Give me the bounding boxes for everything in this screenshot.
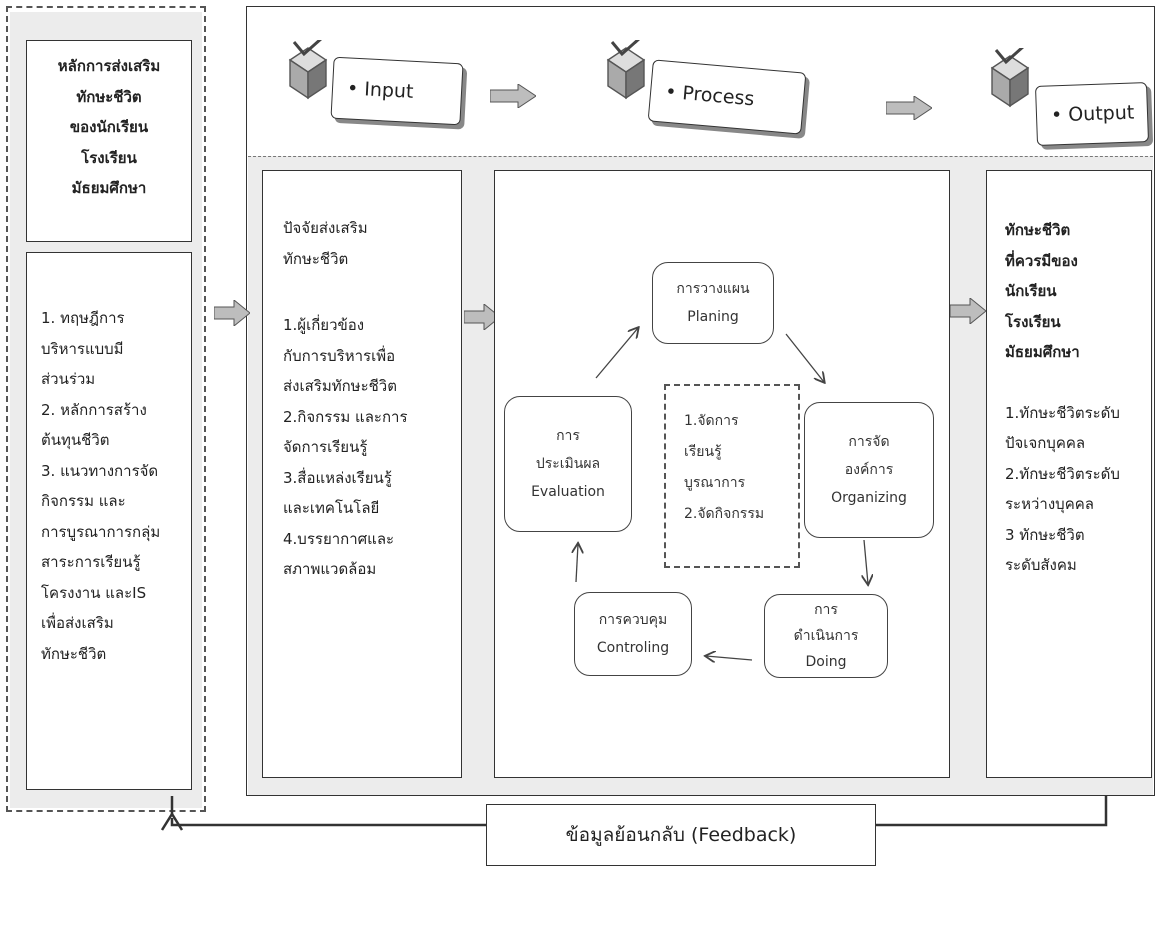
output-item-line: ระดับสังคม: [1005, 556, 1077, 574]
output-panel: ทักษะชีวิต ที่ควรมีของ นักเรียน โรงเรียน…: [986, 170, 1152, 778]
arrow-doing-to-controlling: [706, 656, 753, 660]
principles-item-line: สาระการเรียนรู้: [41, 553, 141, 571]
input-item-line: กับการบริหารเพื่อ: [283, 346, 396, 365]
output-title-line: มัธยมศึกษา: [1005, 343, 1080, 361]
principles-title-line: หลักการส่งเสริม: [57, 57, 161, 75]
principles-to-input-arrow-icon: [214, 300, 250, 326]
principles-item-line: โครงงาน และIS: [41, 583, 147, 602]
principles-item-line: 1. ทฤษฎีการ: [41, 309, 125, 327]
principles-item-line: ทักษะชีวิต: [41, 644, 107, 663]
input-cube-icon: [288, 40, 328, 100]
input-item-line: และเทคโนโลยี: [283, 499, 380, 517]
principles-item-line: ส่วนร่วม: [41, 370, 96, 388]
cycle-centre-line: บูรณาการ: [684, 475, 746, 491]
stage-process-label: • Process: [664, 80, 756, 111]
cycle-controlling-english: Controling: [596, 640, 670, 656]
principles-item-line: 2. หลักการสร้าง: [41, 400, 147, 419]
input-title-line: ปัจจัยส่งเสริม: [283, 219, 368, 237]
process-to-output-arrow-icon: [886, 96, 932, 120]
cycle-doing-line: ดำเนินการ: [793, 628, 859, 644]
output-item-line: ระหว่างบุคคล: [1005, 495, 1094, 513]
principles-item-line: ต้นทุนชีวิต: [41, 431, 110, 449]
cycle-controlling-thai: การควบคุม: [598, 612, 668, 628]
cycle-centre-box: 1.จัดการ เรียนรู้ บูรณาการ 2.จัดกิจกรรม: [664, 384, 800, 568]
stage-process-tag: • Process: [647, 59, 807, 135]
process-to-output-panel-arrow-icon: [950, 298, 986, 324]
input-item-line: 2.กิจกรรม และการ: [283, 407, 408, 426]
input-to-process-arrow-icon: [490, 84, 536, 108]
cycle-planning-box: การวางแผน Planing: [652, 262, 774, 344]
principles-title-line: ของนักเรียน: [69, 118, 149, 136]
cycle-planning-english: Planing: [687, 309, 739, 325]
output-title-line: โรงเรียน: [1005, 312, 1061, 331]
process-cube-icon: [606, 40, 646, 100]
input-item-line: 3.สื่อแหล่งเรียนรู้: [283, 468, 392, 487]
cycle-doing-english: Doing: [805, 654, 847, 670]
cycle-arrows: [494, 170, 950, 778]
principles-item-line: บริหารแบบมี: [41, 339, 124, 358]
principles-item-line: กิจกรรม และ: [41, 492, 126, 510]
principles-item-line: เพื่อส่งเสริม: [41, 614, 114, 632]
output-title-line: ที่ควรมีของ: [1005, 251, 1078, 270]
output-item-line: 1.ทักษะชีวิตระดับ: [1005, 403, 1120, 422]
input-title-line: ทักษะชีวิต: [283, 249, 349, 268]
cycle-controlling-box: การควบคุม Controling: [574, 592, 692, 676]
cycle-planning-thai: การวางแผน: [676, 281, 750, 297]
input-item-line: สภาพแวดล้อม: [283, 560, 377, 578]
cycle-evaluation-english: Evaluation: [531, 484, 605, 500]
output-item-line: 2.ทักษะชีวิตระดับ: [1005, 464, 1120, 483]
stage-input-tag: • Input: [330, 56, 464, 126]
principles-frame: [6, 6, 206, 812]
cycle-doing-line: การ: [814, 602, 838, 618]
feedback-label: ข้อมูลย้อนกลับ (Feedback): [565, 824, 797, 846]
cycle-organizing-box: การจัด องค์การ Organizing: [804, 402, 934, 538]
cycle-organizing-english: Organizing: [831, 490, 907, 506]
input-panel: ปัจจัยส่งเสริม ทักษะชีวิต 1.ผู้เกี่ยวข้อ…: [262, 170, 462, 778]
output-title-line: นักเรียน: [1005, 282, 1057, 300]
principles-title-line: ทักษะชีวิต: [76, 87, 142, 106]
principles-item-line: การบูรณาการกลุ่ม: [41, 522, 161, 541]
input-item-line: จัดการเรียนรู้: [283, 438, 368, 456]
principles-body-box: 1. ทฤษฎีการ บริหารแบบมี ส่วนร่วม 2. หลัก…: [26, 252, 192, 790]
principles-title-box: หลักการส่งเสริม ทักษะชีวิต ของนักเรียน โ…: [26, 40, 192, 242]
feedback-box: ข้อมูลย้อนกลับ (Feedback): [486, 804, 876, 866]
input-item-line: ส่งเสริมทักษะชีวิต: [283, 377, 397, 395]
cycle-evaluation-box: การ ประเมินผล Evaluation: [504, 396, 632, 532]
cycle-centre-line: เรียนรู้: [684, 444, 722, 460]
arrow-evaluation-to-planning: [595, 328, 638, 379]
arrow-controlling-to-evaluation: [576, 544, 578, 583]
cycle-centre-line: 1.จัดการ: [684, 413, 739, 429]
arrow-planning-to-organizing: [785, 333, 824, 382]
cycle-organizing-line: องค์การ: [844, 462, 894, 478]
stage-output-label: • Output: [1050, 101, 1135, 127]
input-item-line: 4.บรรยากาศและ: [283, 529, 395, 548]
input-to-process-panel-arrow-icon: [464, 304, 500, 330]
cycle-evaluation-line: การ: [556, 428, 580, 444]
cycle-organizing-line: การจัด: [848, 434, 890, 450]
stage-input-label: • Input: [346, 77, 415, 103]
cycle-centre-line: 2.จัดกิจกรรม: [684, 506, 765, 522]
input-item-line: 1.ผู้เกี่ยวข้อง: [283, 316, 365, 334]
feedback-loop-lines: [160, 796, 1108, 831]
output-item-line: 3 ทักษะชีวิต: [1005, 525, 1085, 544]
cycle-doing-box: การ ดำเนินการ Doing: [764, 594, 888, 678]
stage-output-tag: • Output: [1034, 82, 1150, 146]
arrow-organizing-to-doing: [864, 539, 868, 584]
output-item-line: ปัจเจกบุคคล: [1005, 434, 1086, 452]
output-cube-icon: [990, 48, 1030, 108]
principles-item-line: 3. แนวทางการจัด: [41, 461, 159, 480]
cycle-evaluation-line: ประเมินผล: [535, 456, 601, 472]
principles-title-line: มัธยมศึกษา: [71, 179, 147, 197]
principles-title-line: โรงเรียน: [81, 148, 137, 167]
output-title-line: ทักษะชีวิต: [1005, 221, 1071, 239]
